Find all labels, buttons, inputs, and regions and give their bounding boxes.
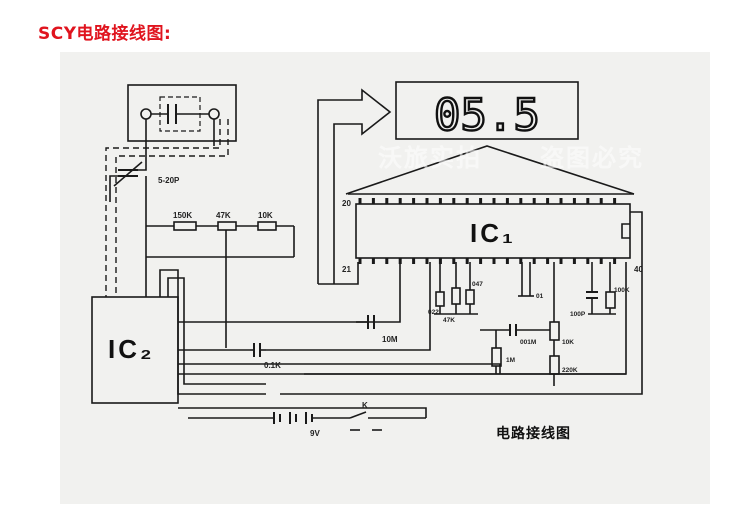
- resistor-220k: [549, 355, 560, 375]
- c01-label: 01: [536, 293, 544, 300]
- r10k-top-label: 10K: [258, 211, 273, 220]
- c047-label: 047: [472, 281, 483, 288]
- r47k-label: 47K: [216, 211, 231, 220]
- c01k-label: 0.1K: [264, 361, 281, 370]
- crystal-terminal-left: [140, 108, 152, 120]
- r220k-label: 220K: [562, 367, 578, 374]
- resistor-47k-small: [451, 287, 461, 305]
- capacitor-047: [465, 289, 475, 305]
- ic1-label: IC₁: [470, 218, 516, 248]
- lcd-display: [395, 81, 579, 140]
- schematic-paper: 5-20P 150K 47K 10K 05.5 IC₁ 20 21 40 022…: [60, 52, 710, 504]
- ic1-pin40-label: 40: [634, 265, 643, 274]
- watermark-right: 盗图必究: [540, 144, 644, 172]
- c10m-label: 10M: [382, 335, 398, 344]
- display-fanout: [345, 145, 635, 195]
- page-title: SCY电路接线图:: [38, 24, 172, 44]
- switch-label: K: [362, 401, 368, 410]
- resistor-10k-top: [257, 221, 277, 231]
- diagram-caption: 电路接线图: [496, 425, 571, 442]
- capacitor-022: [435, 291, 445, 307]
- crystal-box: [127, 84, 237, 142]
- c022-label: 022: [428, 309, 439, 316]
- ic1-pin20-label: 20: [342, 199, 351, 208]
- ic2-label: IC₂: [108, 334, 155, 364]
- display-arrow: [317, 88, 392, 284]
- trimmer-cap-label: 5-20P: [158, 176, 180, 185]
- resistor-10k: [549, 321, 560, 341]
- crystal-terminal-right: [208, 108, 220, 120]
- r100k-label: 100K: [614, 287, 630, 294]
- r47k-small-label: 47K: [443, 317, 455, 324]
- battery-label: 9V: [310, 429, 320, 438]
- circuit-diagram: 5-20P 150K 47K 10K 05.5 IC₁ 20 21 40 022…: [91, 81, 644, 442]
- c001m-label: 001M: [520, 339, 536, 346]
- resistor-47k: [217, 221, 237, 231]
- display-reading: 05.5: [434, 90, 540, 141]
- shield-dashed-line: [105, 119, 221, 297]
- resistor-100k: [605, 291, 616, 309]
- r10k-label: 10K: [562, 339, 574, 346]
- r150k-label: 150K: [173, 211, 192, 220]
- c100p-label: 100P: [570, 311, 586, 318]
- resistor-150k: [173, 221, 197, 231]
- r1m-label: 1M: [506, 357, 515, 364]
- ic1-pin21-label: 21: [342, 265, 351, 274]
- watermark-left: 沃旅实拍: [378, 144, 482, 172]
